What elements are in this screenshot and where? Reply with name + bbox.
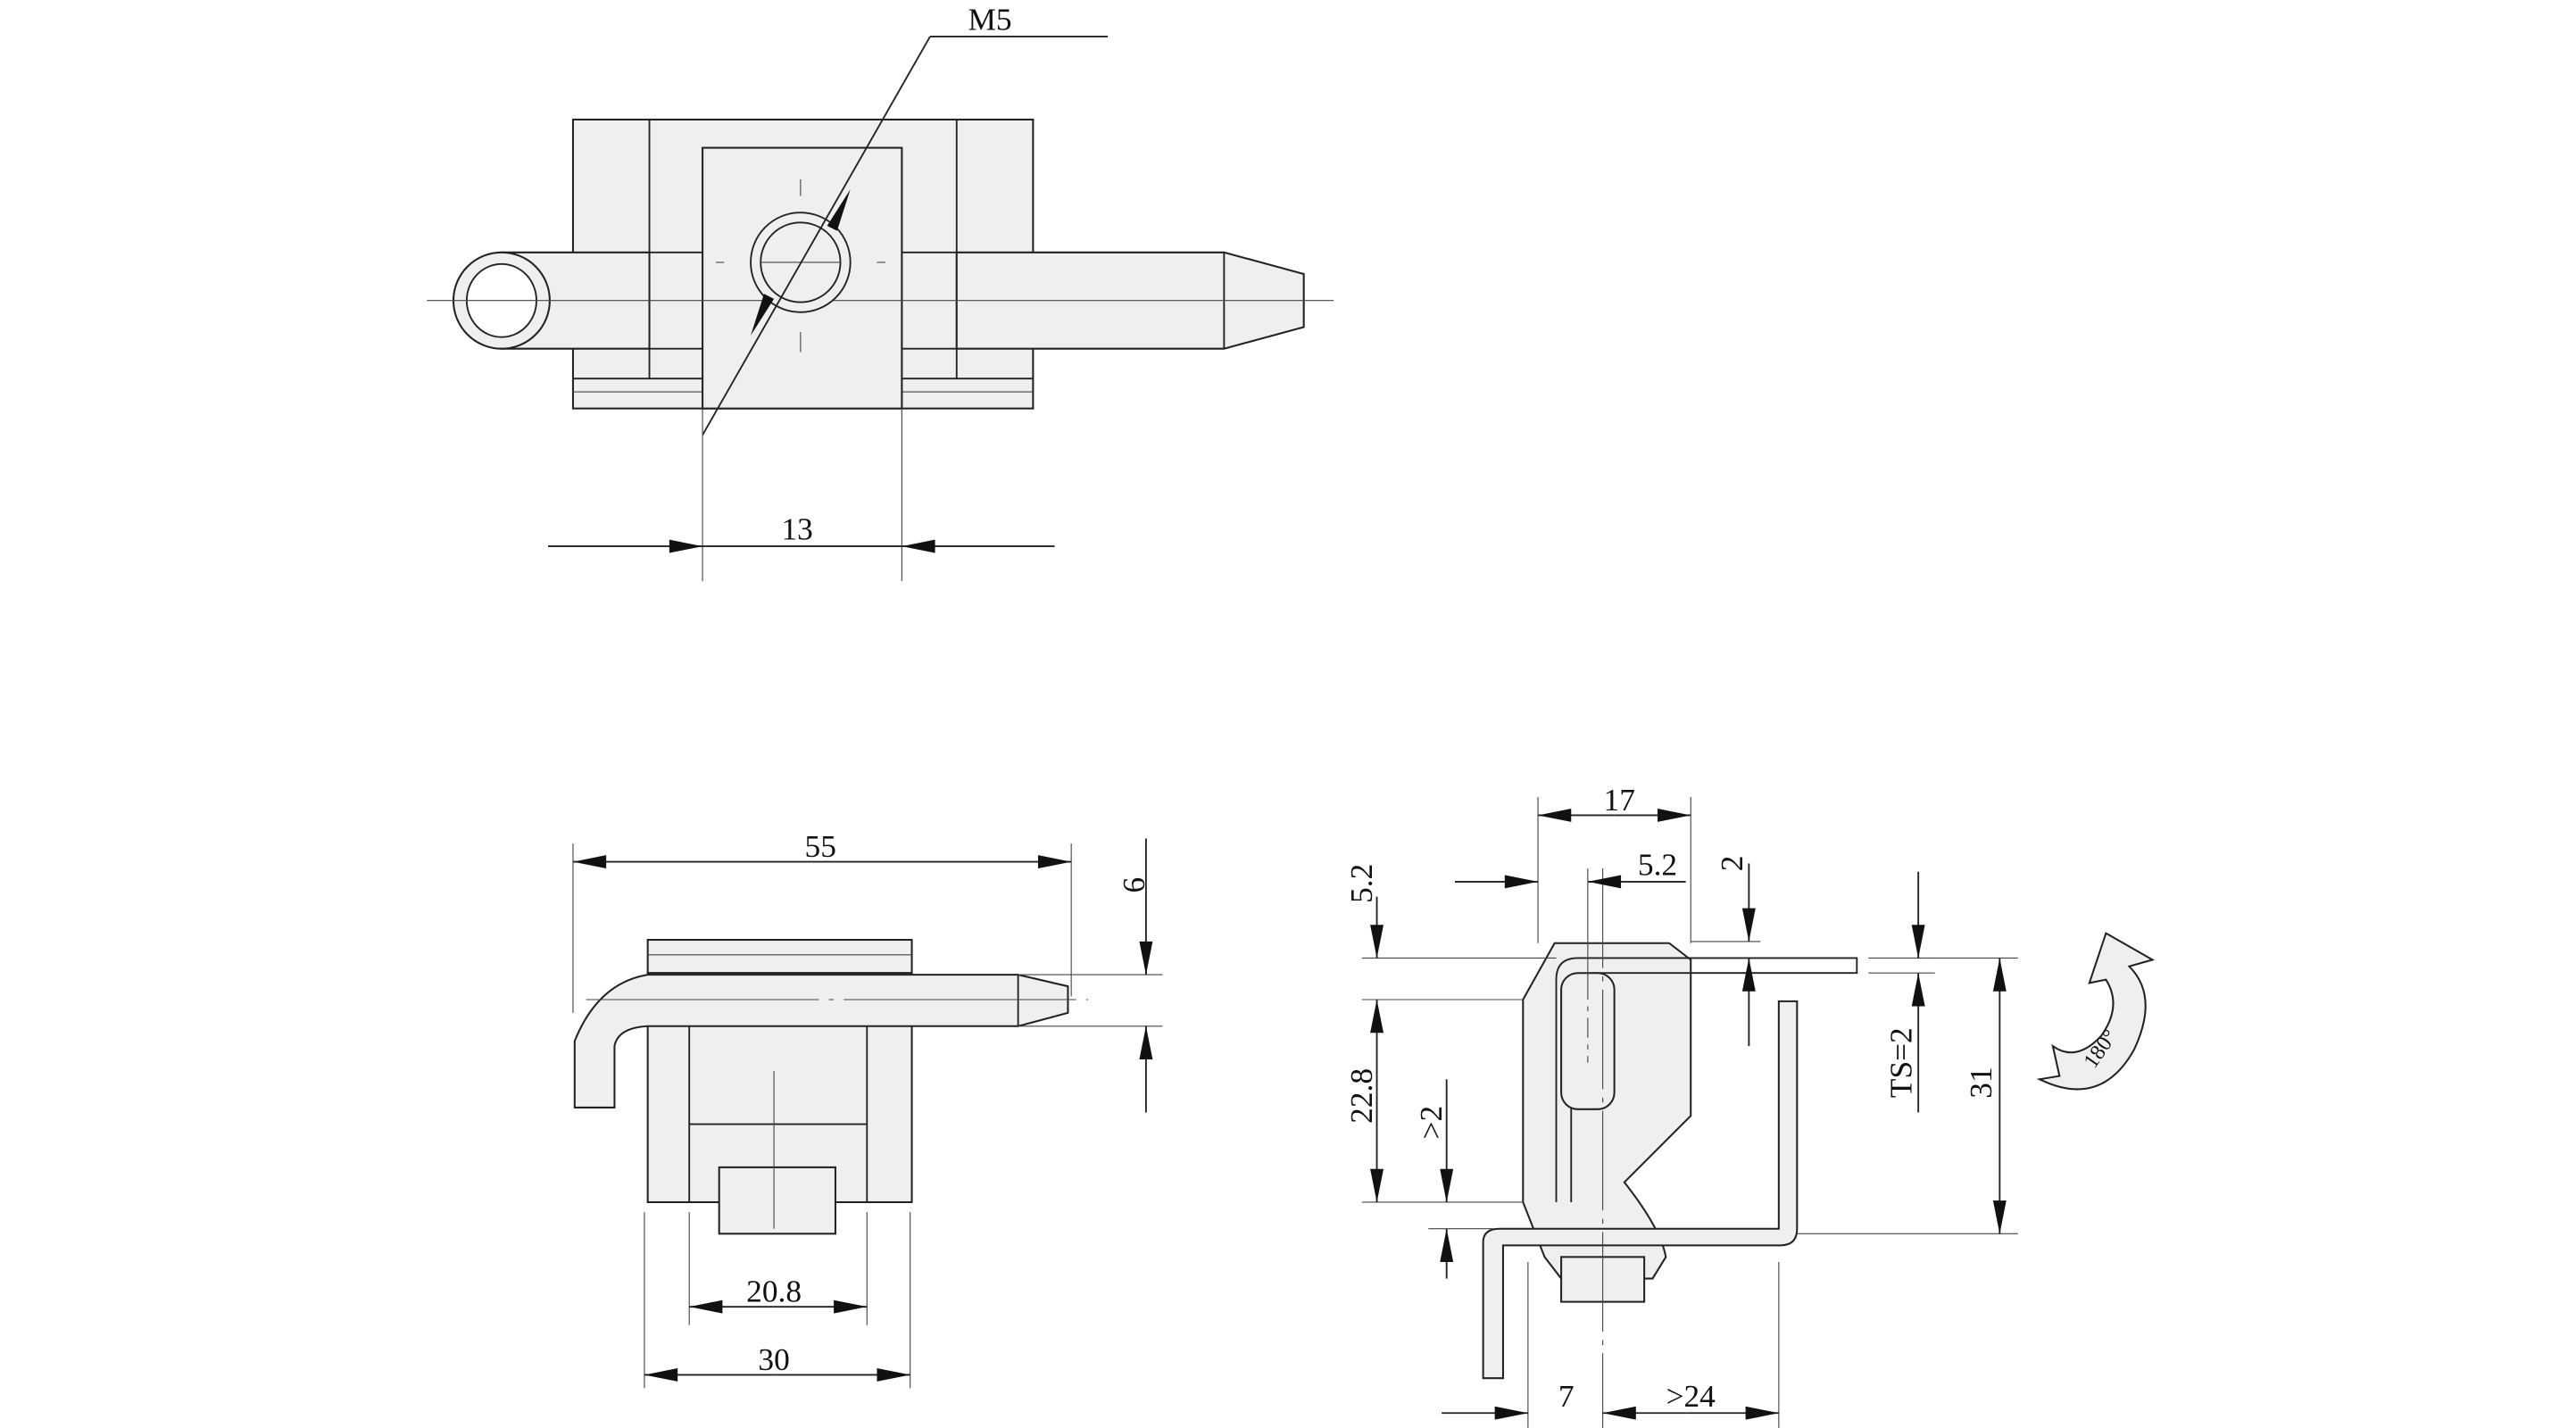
dim-offset-horizontal: 5.2 bbox=[1638, 846, 1677, 882]
dim-outer-width: 30 bbox=[758, 1341, 789, 1377]
dim-width: 17 bbox=[1604, 782, 1635, 818]
dim-height: 22.8 bbox=[1343, 1068, 1379, 1124]
side-view: 17 5.2 2 5.2 22.8 >2 TS=2 3 bbox=[1343, 782, 2156, 1428]
front-view: 55 6 20.8 30 bbox=[572, 828, 1163, 1389]
dim-inner-width: 20.8 bbox=[746, 1274, 802, 1309]
rotation-arrow-icon: 180° bbox=[2036, 932, 2156, 1091]
m5-leader-line bbox=[702, 36, 931, 436]
dim-gap: 2 bbox=[1714, 856, 1749, 872]
top-view: M5 13 bbox=[427, 1, 1334, 582]
dim-sheet-thickness: TS=2 bbox=[1883, 1027, 1919, 1098]
dim-offset-vertical: 5.2 bbox=[1343, 864, 1379, 903]
dim-overall-length: 55 bbox=[805, 828, 836, 864]
hook-bolt bbox=[573, 974, 1069, 1108]
thread-label: M5 bbox=[968, 1, 1011, 37]
dim-min-reach: >24 bbox=[1666, 1378, 1716, 1414]
dim-hole-spacing: 13 bbox=[781, 511, 812, 547]
cam-block bbox=[718, 1166, 836, 1235]
dim-total-height: 31 bbox=[1963, 1067, 1998, 1098]
mounting-bracket bbox=[1482, 1000, 1799, 1380]
dim-pin-height: 6 bbox=[1116, 877, 1151, 893]
dim-min-clearance: >2 bbox=[1413, 1106, 1449, 1140]
dim-pin-offset: 7 bbox=[1558, 1378, 1575, 1414]
